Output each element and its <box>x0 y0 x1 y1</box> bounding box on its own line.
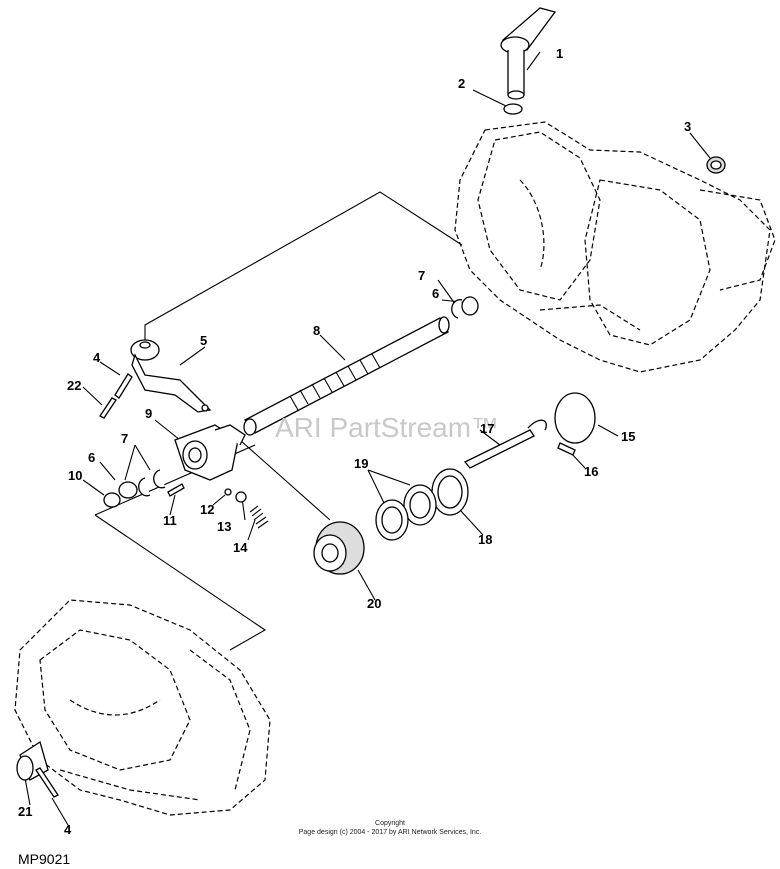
copyright-line: Page design (c) 2004 - 2017 by ARI Netwo… <box>298 829 482 836</box>
callout-15: 15 <box>621 429 635 444</box>
callout-19: 19 <box>354 456 368 471</box>
callout-18: 18 <box>478 532 492 547</box>
callout-11: 11 <box>163 513 177 528</box>
thrust-washer-upper <box>461 296 479 316</box>
callout-6-lower: 6 <box>88 450 95 465</box>
shift-arm <box>130 339 212 413</box>
shift-collar <box>313 521 365 575</box>
callout-10: 10 <box>68 468 82 483</box>
callout-17: 17 <box>480 421 494 436</box>
reference-lines <box>24 51 711 826</box>
detent-spring <box>249 505 269 529</box>
callout-22: 22 <box>67 378 81 393</box>
snap-ring-lower-a <box>138 477 151 497</box>
callout-4-lower: 4 <box>64 822 72 837</box>
callout-1: 1 <box>556 46 563 61</box>
watermark: ARI PartStream™ <box>275 412 499 443</box>
upper-housing <box>454 121 776 373</box>
callout-12: 12 <box>200 502 214 517</box>
shift-shaft <box>243 316 450 436</box>
washers-19 <box>375 484 437 541</box>
pin-16 <box>557 442 576 456</box>
copyright-title: Copyright <box>375 820 405 827</box>
shift-fork <box>174 424 246 481</box>
large-snap-ring <box>554 392 596 444</box>
thrust-washer-18 <box>431 468 469 516</box>
plug <box>235 491 247 503</box>
callout-labels: 1 2 3 4 5 6 7 8 9 10 11 12 13 14 15 16 1… <box>18 46 691 837</box>
shift-link <box>463 419 547 469</box>
callout-14: 14 <box>233 540 248 555</box>
thrust-washer-lower <box>118 481 138 499</box>
shift-lever <box>500 7 557 100</box>
snap-ring-lower-b <box>153 469 166 489</box>
roll-pin <box>99 397 117 419</box>
callout-9: 9 <box>145 406 152 421</box>
detent-ball <box>224 488 232 496</box>
callout-13: 13 <box>217 519 231 534</box>
detent-pin <box>167 483 185 497</box>
snap-ring-upper <box>451 299 463 319</box>
callout-16: 16 <box>584 464 598 479</box>
callout-8: 8 <box>313 323 320 338</box>
callout-7-lower: 7 <box>121 431 128 446</box>
callout-5: 5 <box>200 333 207 348</box>
callout-2: 2 <box>458 76 465 91</box>
spring-pin <box>114 373 133 399</box>
callout-7: 7 <box>418 268 425 283</box>
spring-pin-lower <box>35 767 59 798</box>
callout-4: 4 <box>93 350 101 365</box>
o-ring <box>503 103 523 115</box>
callout-6: 6 <box>432 286 439 301</box>
lower-housing <box>14 599 271 816</box>
callout-3: 3 <box>684 119 691 134</box>
diagram-code: MP9021 <box>18 851 71 867</box>
washer-10 <box>103 492 121 508</box>
seal <box>706 156 726 174</box>
callout-21: 21 <box>18 804 32 819</box>
callout-20: 20 <box>367 596 381 611</box>
